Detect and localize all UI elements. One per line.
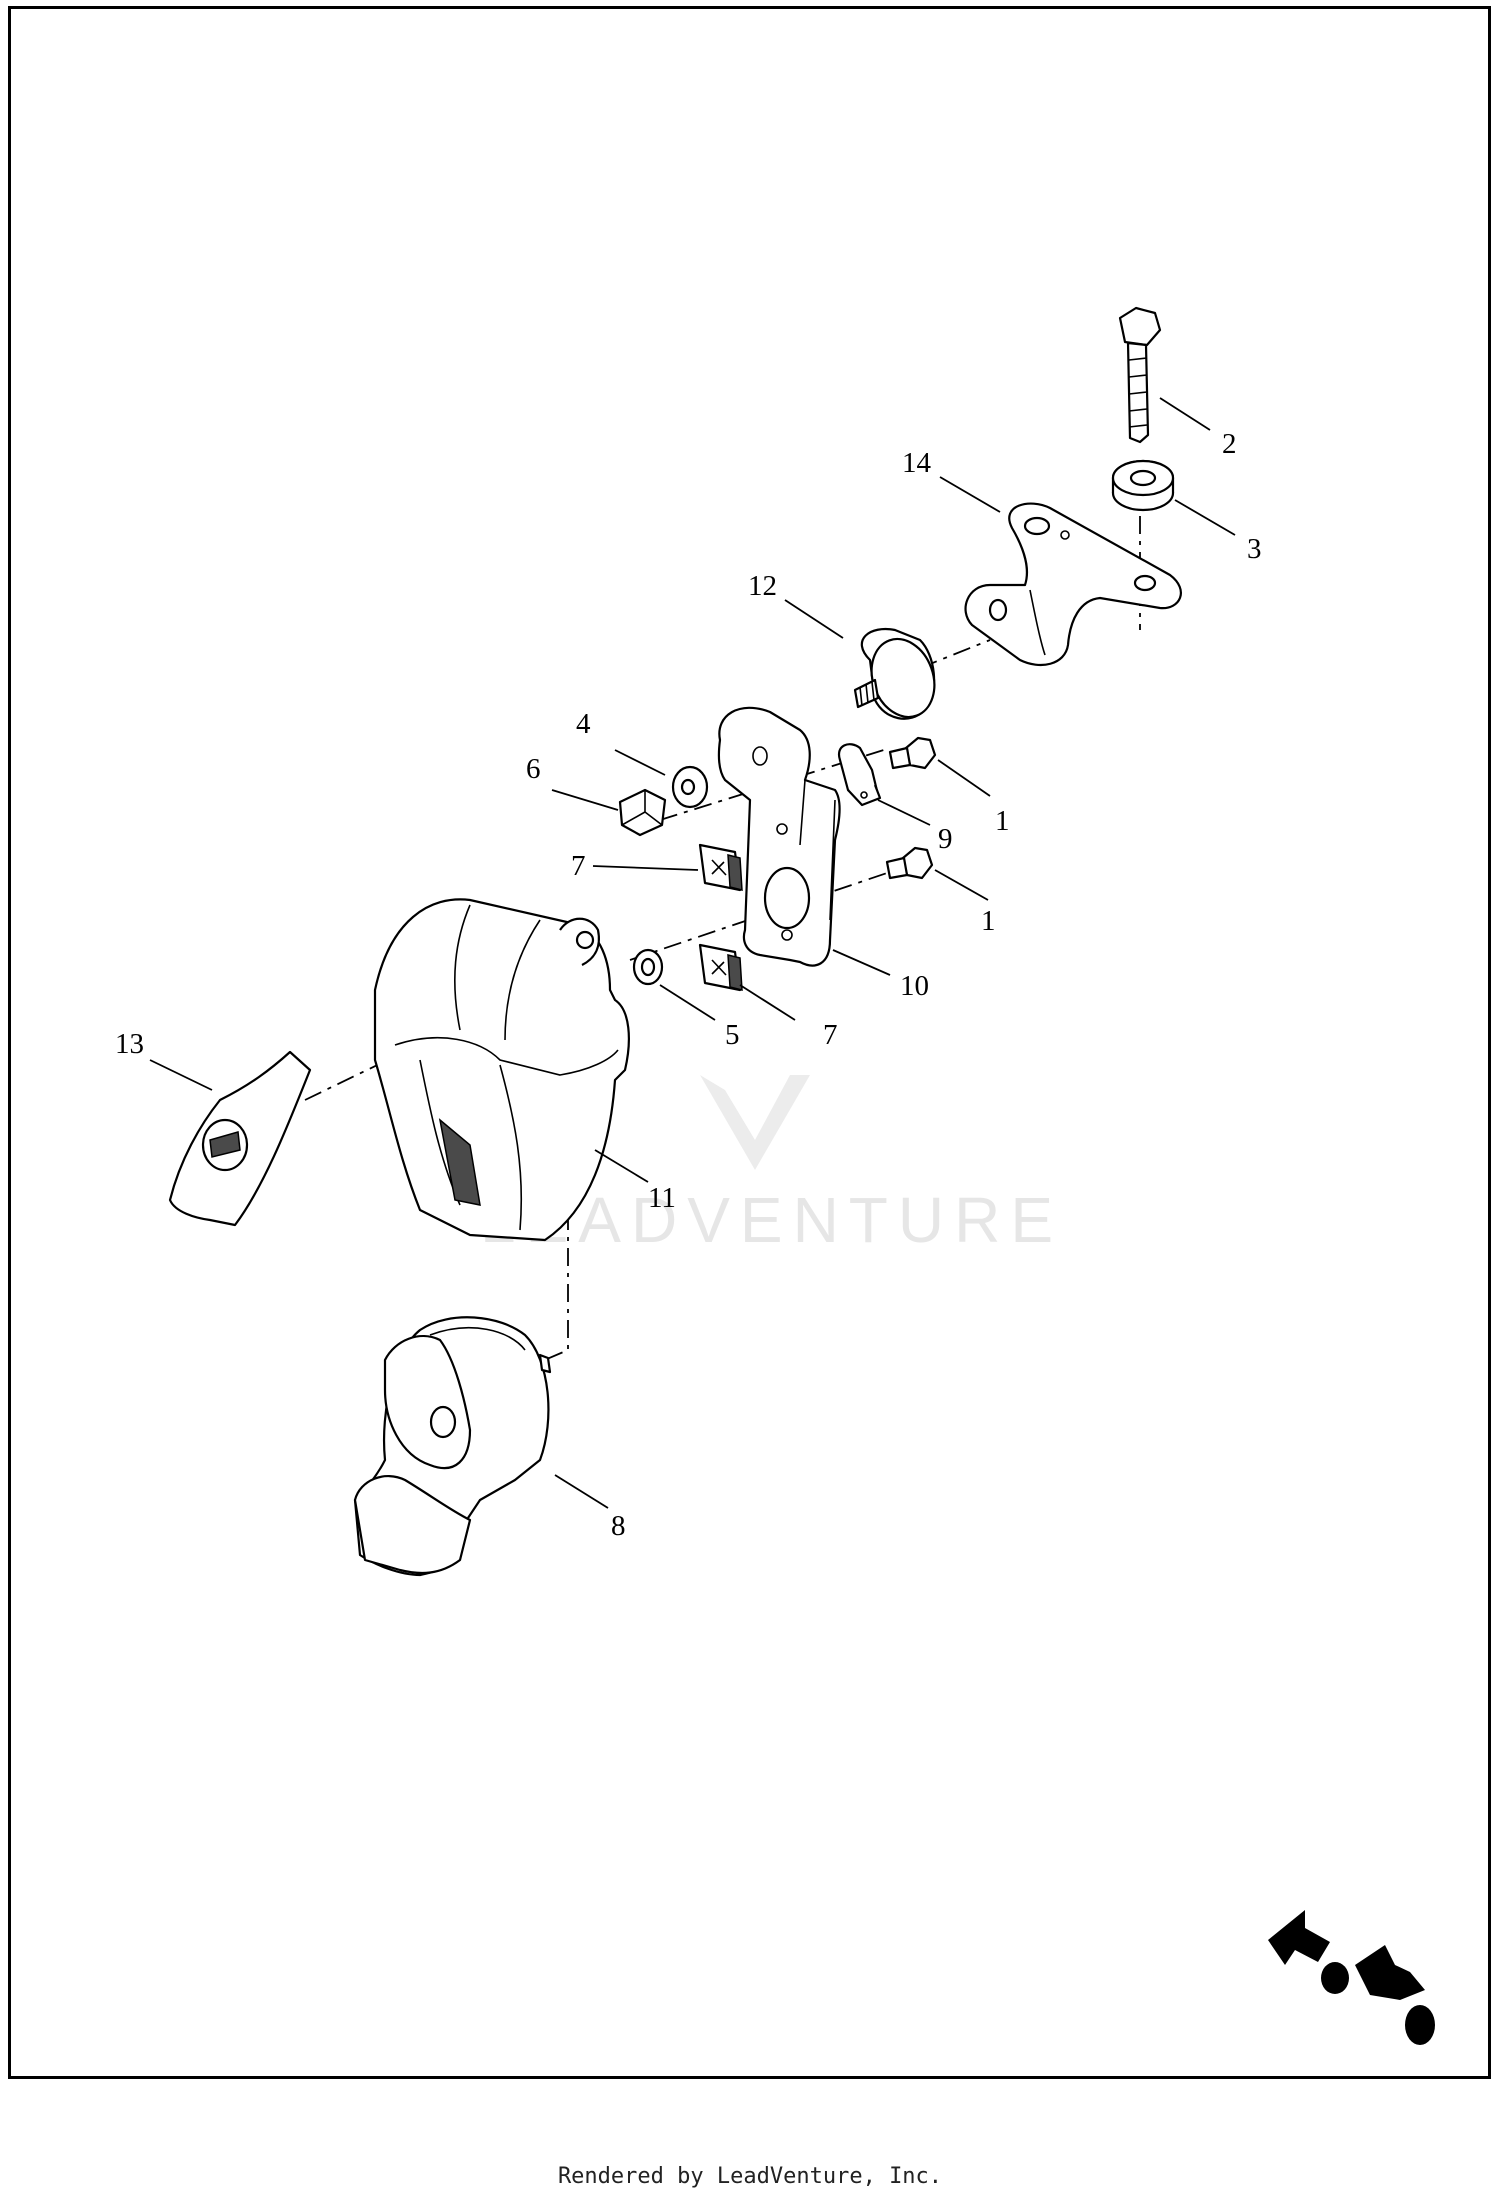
part-7-speed-nut-upper <box>698 843 743 892</box>
front-direction-arrow-icon <box>1268 1910 1435 2045</box>
part-3-washer <box>1111 459 1175 512</box>
part-7-speed-nut-lower <box>698 943 743 992</box>
part-11-rubber-mount <box>853 627 936 720</box>
part-8-horn <box>353 1316 552 1577</box>
callout-9: 9 <box>938 823 953 855</box>
callout-labels: 2 3 14 12 4 6 7 1 9 1 10 5 7 13 11 8 <box>115 428 1262 1542</box>
leader-lines <box>149 397 1236 1509</box>
part-1-screw-lower <box>885 846 934 880</box>
callout-1-upper: 1 <box>995 805 1010 837</box>
callout-13: 11 <box>648 1182 676 1214</box>
callout-3: 3 <box>1247 533 1262 565</box>
callout-1-lower: 1 <box>981 905 996 937</box>
diagram-frame <box>8 6 1491 2079</box>
part-13-horn-cover <box>373 898 630 1242</box>
callout-7-upper: 7 <box>571 850 586 882</box>
part-10-plate-bracket <box>717 706 841 967</box>
callout-4: 4 <box>576 708 591 740</box>
part-6-nut <box>618 788 667 837</box>
part-1-screw-upper <box>888 736 937 770</box>
callout-6: 6 <box>526 753 541 785</box>
callout-12: 13 <box>115 1028 144 1060</box>
callout-8: 8 <box>611 1510 626 1542</box>
part-4-washer <box>671 765 709 809</box>
render-credit: Rendered by LeadVenture, Inc. <box>557 2164 943 2189</box>
callout-5: 5 <box>725 1019 740 1051</box>
part-12-medallion <box>168 1050 312 1227</box>
part-2-bolt <box>1118 306 1162 444</box>
part-5-nut <box>632 948 664 986</box>
callout-14: 14 <box>902 447 932 479</box>
callout-10: 10 <box>900 970 929 1002</box>
callout-7-lower: 7 <box>823 1019 838 1051</box>
part-9-clip <box>837 743 882 807</box>
callout-11: 12 <box>748 570 777 602</box>
callout-2: 2 <box>1222 428 1237 460</box>
part-14-bracket <box>964 502 1182 667</box>
